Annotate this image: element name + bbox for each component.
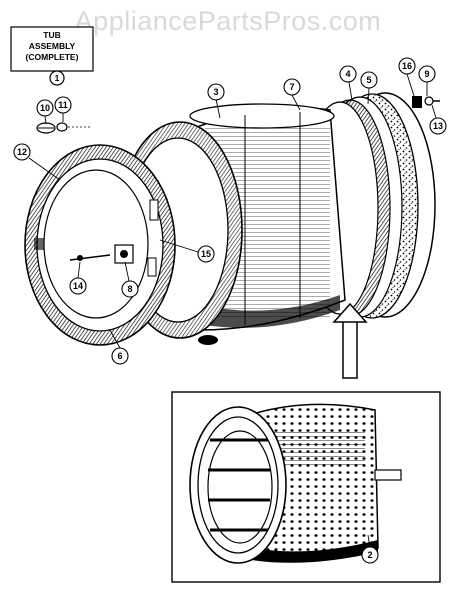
svg-text:12: 12 xyxy=(17,147,27,157)
svg-text:6: 6 xyxy=(117,351,122,361)
tub-assembly-label: TUB ASSEMBLY (COMPLETE) 1 xyxy=(10,26,94,86)
callout-16: 16 xyxy=(398,57,416,75)
detail-arrow xyxy=(332,302,368,379)
svg-text:4: 4 xyxy=(345,69,350,79)
door-clamp-parts xyxy=(69,244,134,264)
callout-15: 15 xyxy=(197,245,215,263)
svg-text:8: 8 xyxy=(127,284,132,294)
watermark-text: AppliancePartsPros.com xyxy=(74,6,382,36)
callout-10: 10 xyxy=(36,99,54,117)
inner-basket-detail xyxy=(171,391,441,583)
svg-text:2: 2 xyxy=(367,550,372,560)
callout-6: 6 xyxy=(111,347,129,365)
svg-text:7: 7 xyxy=(289,82,294,92)
callout-11: 11 xyxy=(54,96,72,114)
leader-lines xyxy=(28,73,437,549)
assembly-label-line3: (COMPLETE) xyxy=(26,52,79,62)
svg-text:10: 10 xyxy=(40,103,50,113)
callout-12: 12 xyxy=(13,143,31,161)
svg-text:3: 3 xyxy=(213,87,218,97)
assembly-label-number: 1 xyxy=(55,73,60,83)
svg-text:15: 15 xyxy=(201,249,211,259)
callout-8: 8 xyxy=(121,280,139,298)
callout-7: 7 xyxy=(283,78,301,96)
svg-text:5: 5 xyxy=(366,75,371,85)
svg-text:9: 9 xyxy=(424,69,429,79)
callout-14: 14 xyxy=(69,277,87,295)
svg-text:14: 14 xyxy=(73,281,83,291)
svg-text:13: 13 xyxy=(433,121,443,131)
bracket-hardware xyxy=(412,96,440,108)
front-gasket-ring xyxy=(24,144,176,346)
callout-13: 13 xyxy=(429,117,447,135)
callout-9: 9 xyxy=(418,65,436,83)
callout-5: 5 xyxy=(360,71,378,89)
callout-4: 4 xyxy=(339,65,357,83)
callout-2: 2 xyxy=(361,546,379,564)
screw-and-washer xyxy=(36,122,90,134)
svg-text:11: 11 xyxy=(58,100,68,110)
callout-3: 3 xyxy=(207,83,225,101)
assembly-label-line2: ASSEMBLY xyxy=(29,41,76,51)
callouts: 2 3 4 5 6 7 8 9 10 11 12 13 14 15 16 xyxy=(13,57,447,564)
assembly-label-line1: TUB xyxy=(43,30,60,40)
svg-text:16: 16 xyxy=(402,61,412,71)
